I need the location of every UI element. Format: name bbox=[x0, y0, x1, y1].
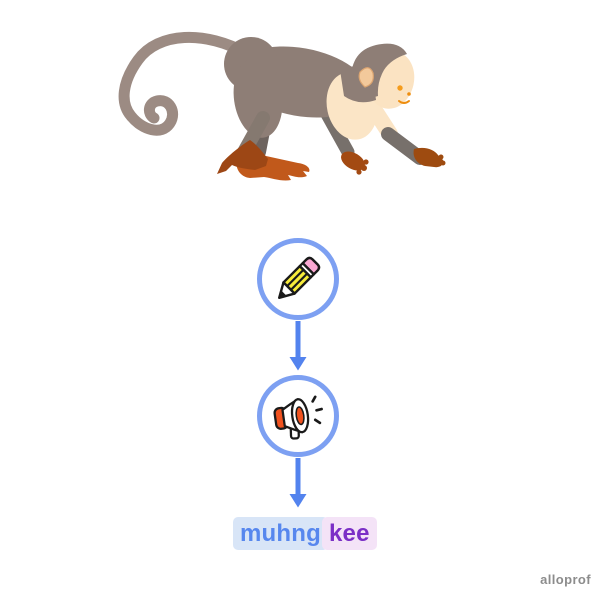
pencil-icon bbox=[277, 256, 321, 300]
alloprof-watermark: alloprof bbox=[540, 572, 591, 587]
arrow-down-icon bbox=[289, 458, 307, 508]
syllable-chip-kee: kee bbox=[322, 517, 377, 550]
pencil-step-circle bbox=[257, 238, 339, 320]
syllable-chip-muhng: muhng bbox=[233, 517, 328, 550]
monkey-near-foot bbox=[217, 140, 268, 174]
monkey-ear bbox=[358, 67, 374, 88]
arrow-down-icon bbox=[289, 321, 307, 371]
monkey bbox=[118, 32, 446, 181]
monkey-near-hand bbox=[413, 147, 446, 168]
monkey-nose bbox=[407, 92, 411, 96]
monkey-tail bbox=[118, 32, 254, 136]
monkey-mouth bbox=[398, 100, 410, 104]
monkey-head bbox=[340, 43, 415, 109]
monkey-far-hand bbox=[341, 151, 369, 175]
megaphone-step-circle bbox=[257, 375, 339, 457]
megaphone-icon bbox=[273, 395, 323, 440]
monkey-eye bbox=[397, 85, 403, 91]
